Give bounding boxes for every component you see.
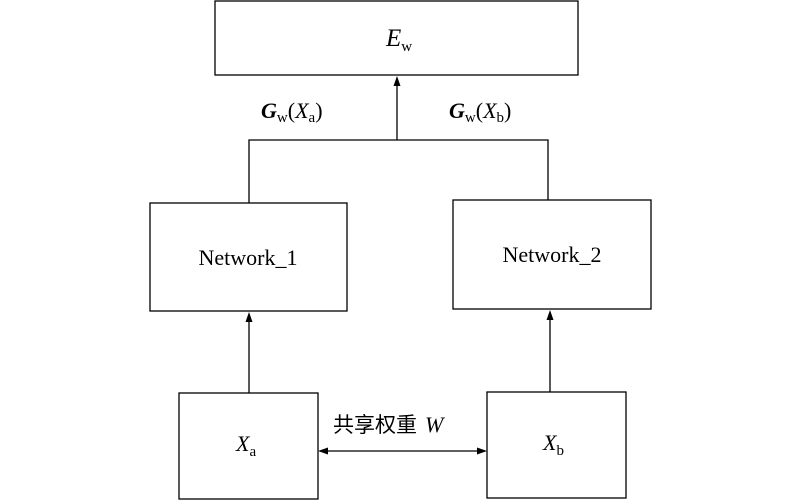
- input-a-arrow: [245, 312, 253, 393]
- output-a-arg-sub: a: [309, 110, 316, 126]
- output-a-arg: X: [294, 98, 310, 123]
- output-b-label: Gw(Xb): [449, 98, 511, 126]
- output-a-label: Gw(Xa): [261, 98, 323, 126]
- output-b-func-sub: w: [465, 110, 476, 126]
- shared-weight-symbol: W: [425, 412, 445, 437]
- output-a-open: (: [288, 98, 295, 123]
- input-b-arrow: [546, 310, 554, 392]
- output-b-arg-sub: b: [497, 110, 505, 126]
- output-b-arg: X: [482, 98, 498, 123]
- energy-box: Ew: [214, 0, 579, 76]
- network-2-label: Network_2: [503, 242, 602, 267]
- output-a-func: G: [261, 98, 277, 123]
- input-b-label: Xb: [542, 430, 564, 459]
- energy-subscript: w: [401, 39, 412, 55]
- output-a-func-sub: w: [277, 110, 288, 126]
- network-2-box: Network_2: [452, 199, 652, 310]
- output-b-open: (: [476, 98, 483, 123]
- input-a-subscript: a: [249, 444, 256, 460]
- input-a-label: Xa: [235, 431, 256, 460]
- network-1-box: Network_1: [149, 202, 348, 312]
- network-1-label: Network_1: [199, 245, 298, 270]
- input-a-symbol: X: [235, 431, 251, 456]
- arrow-to-energy: [393, 76, 401, 86]
- energy-label: Ew: [385, 25, 412, 55]
- input-a-box: Xa: [178, 392, 319, 500]
- shared-weight-label: 共享权重 W: [333, 412, 445, 437]
- input-b-symbol: X: [542, 430, 558, 455]
- output-a-close: ): [315, 98, 322, 123]
- shared-weight-text: 共享权重: [333, 413, 417, 437]
- output-b-func: G: [449, 98, 465, 123]
- merge-connector: [248, 76, 549, 203]
- energy-symbol: E: [385, 25, 401, 52]
- shared-weight-arrow: [318, 447, 487, 455]
- output-b-close: ): [504, 98, 511, 123]
- input-b-box: Xb: [486, 391, 627, 499]
- input-b-subscript: b: [556, 443, 564, 459]
